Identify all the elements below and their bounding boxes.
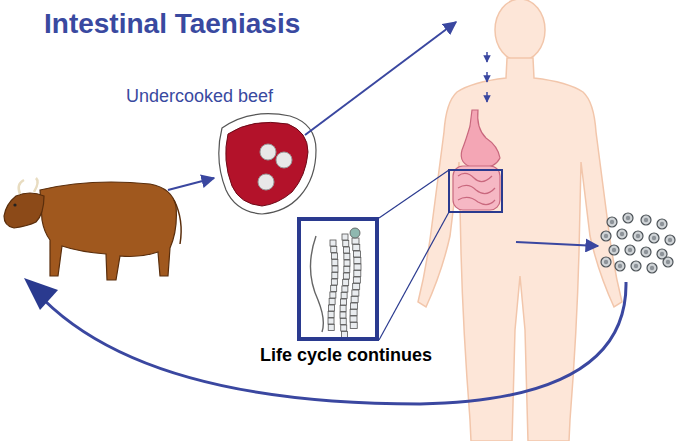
ingestion-arrows bbox=[486, 52, 488, 102]
title: Intestinal Taeniasis bbox=[44, 8, 300, 40]
inset-box: Life cycle continues bbox=[297, 217, 379, 341]
zoom-lines bbox=[379, 170, 449, 340]
undercooked-beef bbox=[219, 114, 316, 214]
illustration-label: Undercooked beef bbox=[126, 86, 273, 107]
stomach bbox=[461, 110, 500, 168]
human-body bbox=[418, 0, 622, 441]
intestines bbox=[449, 166, 502, 212]
eggs bbox=[601, 213, 675, 273]
cow bbox=[4, 178, 181, 280]
tapeworm bbox=[310, 228, 361, 338]
caption-text: Life cycle continues bbox=[260, 345, 432, 366]
cycle-arrows bbox=[24, 22, 626, 404]
